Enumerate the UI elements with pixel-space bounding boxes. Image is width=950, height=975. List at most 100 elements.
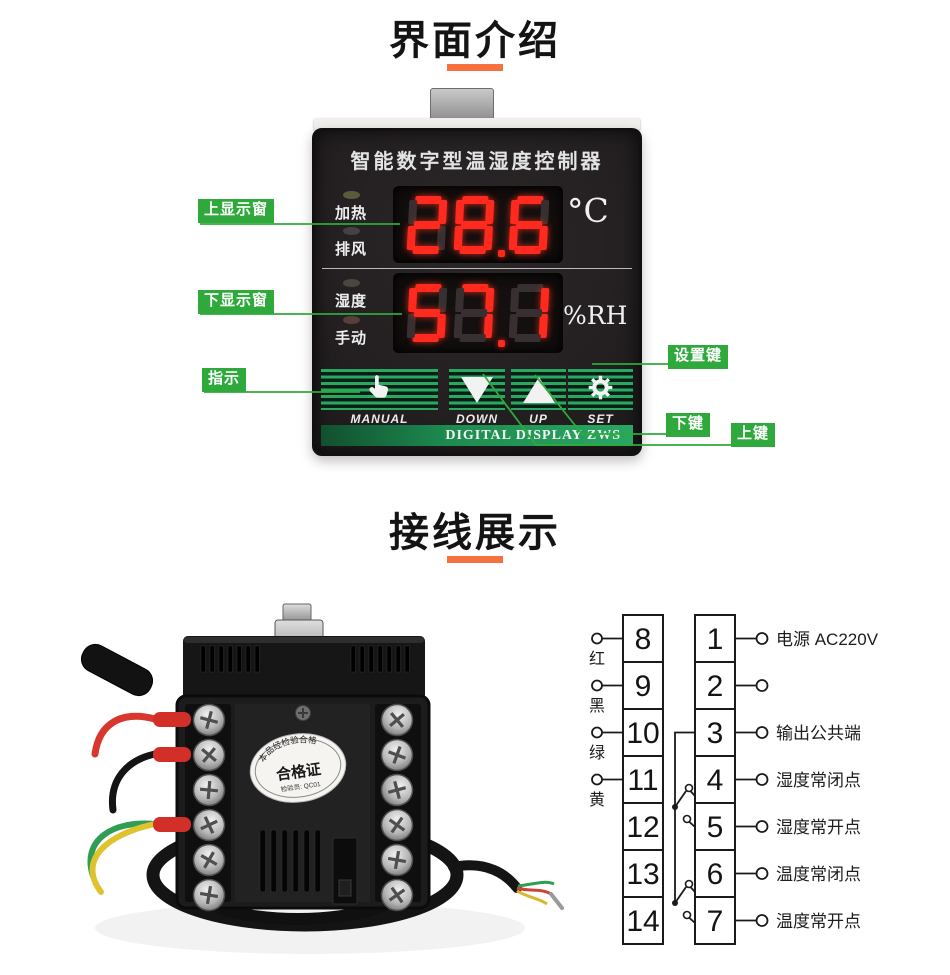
vent-slots-right: [350, 645, 410, 673]
wire-color-black: 黑: [589, 698, 605, 715]
indicator-label: 湿度: [334, 293, 367, 310]
right-lead-circles: [755, 632, 769, 927]
wire-yellow: [89, 821, 158, 895]
manual-button-label: MANUAL: [350, 412, 409, 426]
panel-divider: [322, 268, 632, 269]
manual-button: [321, 369, 438, 410]
indicator-humidity: 湿度: [329, 279, 373, 311]
terminal-box-14: [622, 896, 664, 945]
qc-label: 本品经检验合格 合格证 检验员: QC01: [249, 732, 347, 803]
controller-front-photo: 智能数字型温湿度控制器 加热 排风 °C 湿度 手动 %RH: [312, 88, 642, 456]
section2-accent-bar: [447, 556, 503, 563]
terminal-box-3: [694, 708, 736, 757]
terminal-box-12: [622, 802, 664, 851]
probe-wire-yellow: [516, 889, 548, 906]
hand-icon: [365, 372, 395, 407]
left-leads: [602, 637, 623, 781]
wire-color-green: 绿: [589, 744, 605, 762]
manual-led-icon: [342, 316, 360, 324]
terminal-box-11: [622, 755, 664, 804]
wire-black: [108, 750, 159, 814]
callout-down-key: 下键: [666, 413, 711, 437]
gear-icon: [587, 374, 614, 406]
svg-text:13: 13: [626, 858, 659, 891]
relay-common-line: [674, 731, 696, 924]
wire-color-yellow: 黄: [589, 791, 605, 809]
panel-flange: [314, 118, 640, 130]
svg-text:12: 12: [626, 811, 659, 844]
left-lead-circles: [591, 632, 603, 786]
indicator-label: 手动: [334, 330, 367, 347]
vent-slots-left: [200, 645, 260, 673]
svg-text:1: 1: [707, 623, 724, 656]
label-common: 输出公共端: [776, 724, 861, 743]
callout-lower-window: 下显示窗: [198, 290, 275, 314]
section2-title: 接线展示: [389, 511, 561, 555]
heating-led-icon: [342, 191, 360, 199]
section1-accent-bar: [447, 64, 503, 71]
label-humidity-no: 湿度常开点: [776, 818, 861, 837]
flange-highlight: [184, 637, 424, 643]
callout-indicator: 指示: [202, 368, 247, 392]
cable-out: [448, 860, 522, 893]
probe-wire-green: [517, 880, 555, 888]
svg-text:5: 5: [707, 811, 724, 844]
svg-text:8: 8: [635, 623, 652, 656]
terminal-labels: 电源 AC220V 输出公共端 湿度常闭点 湿度常开点 温度常闭点 温度常开点: [776, 630, 879, 931]
svg-text:3: 3: [707, 717, 724, 750]
triangle-down-icon: [461, 376, 493, 403]
svg-text:7: 7: [707, 905, 724, 938]
indicator-label: 排风: [334, 241, 367, 258]
center-screw-cross: [298, 708, 308, 718]
label-humidity-nc: 湿度常闭点: [776, 771, 861, 790]
right-leads: [735, 637, 756, 922]
wiring-diagram: 红 黑 绿 黄: [589, 614, 879, 945]
humidity-led-icon: [342, 279, 360, 287]
probe-wire-red: [516, 886, 552, 896]
cable-barrel: [80, 643, 154, 697]
crimp-connectors: [153, 712, 191, 832]
down-button: [449, 369, 505, 410]
brand-banner: DIGITAL DISPLAY ZWS: [321, 425, 633, 446]
terminal-numbers: 8 9 10 11 12 13 14 1 2 3 4 5 6 7: [626, 623, 723, 938]
terminal-box-7: [694, 896, 736, 945]
celsius-unit: °C: [567, 191, 609, 230]
rh-unit: %RH: [563, 301, 628, 330]
svg-text:11: 11: [627, 764, 658, 797]
svg-text:14: 14: [626, 905, 659, 938]
triangle-up-icon: [522, 376, 555, 403]
terminal-box-10: [622, 708, 664, 757]
svg-text:4: 4: [707, 764, 724, 797]
terminal-box-2: [694, 661, 736, 710]
dip-switch: [338, 879, 352, 897]
lower-display: [393, 273, 563, 353]
wire-red: [91, 712, 159, 758]
svg-text:2: 2: [707, 670, 724, 703]
indicator-label: 加热: [334, 205, 367, 222]
indicator-heating: 加热: [329, 191, 373, 223]
probe-tip: [549, 892, 564, 910]
controller-back-photo: 本品经检验合格 合格证 检验员: QC01: [80, 603, 564, 954]
upper-display: [393, 186, 563, 263]
callout-set-key: 设置键: [668, 345, 729, 369]
callout-up-key: 上键: [731, 423, 776, 447]
set-button: [568, 369, 633, 410]
label-power: 电源 AC220V: [776, 630, 879, 649]
svg-text:10: 10: [626, 717, 659, 750]
svg-text:9: 9: [635, 670, 652, 703]
up-button: [511, 369, 566, 410]
panel-title: 智能数字型温湿度控制器: [350, 151, 604, 173]
label-temp-no: 温度常开点: [776, 912, 861, 931]
wire-color-red: 红: [589, 650, 605, 668]
callout-upper-window: 上显示窗: [198, 199, 275, 223]
indicator-exhaust: 排风: [329, 227, 373, 259]
controller-front-panel: 智能数字型温湿度控制器 加热 排风 °C 湿度 手动 %RH: [312, 128, 642, 456]
section1-title: 界面介绍: [389, 19, 561, 63]
indicator-manual: 手动: [329, 316, 373, 348]
svg-text:6: 6: [707, 858, 724, 891]
exhaust-led-icon: [342, 227, 360, 235]
terminal-box-13: [622, 849, 664, 898]
bottom-vent-slots: [259, 829, 321, 893]
relay-contacts: [672, 783, 694, 920]
